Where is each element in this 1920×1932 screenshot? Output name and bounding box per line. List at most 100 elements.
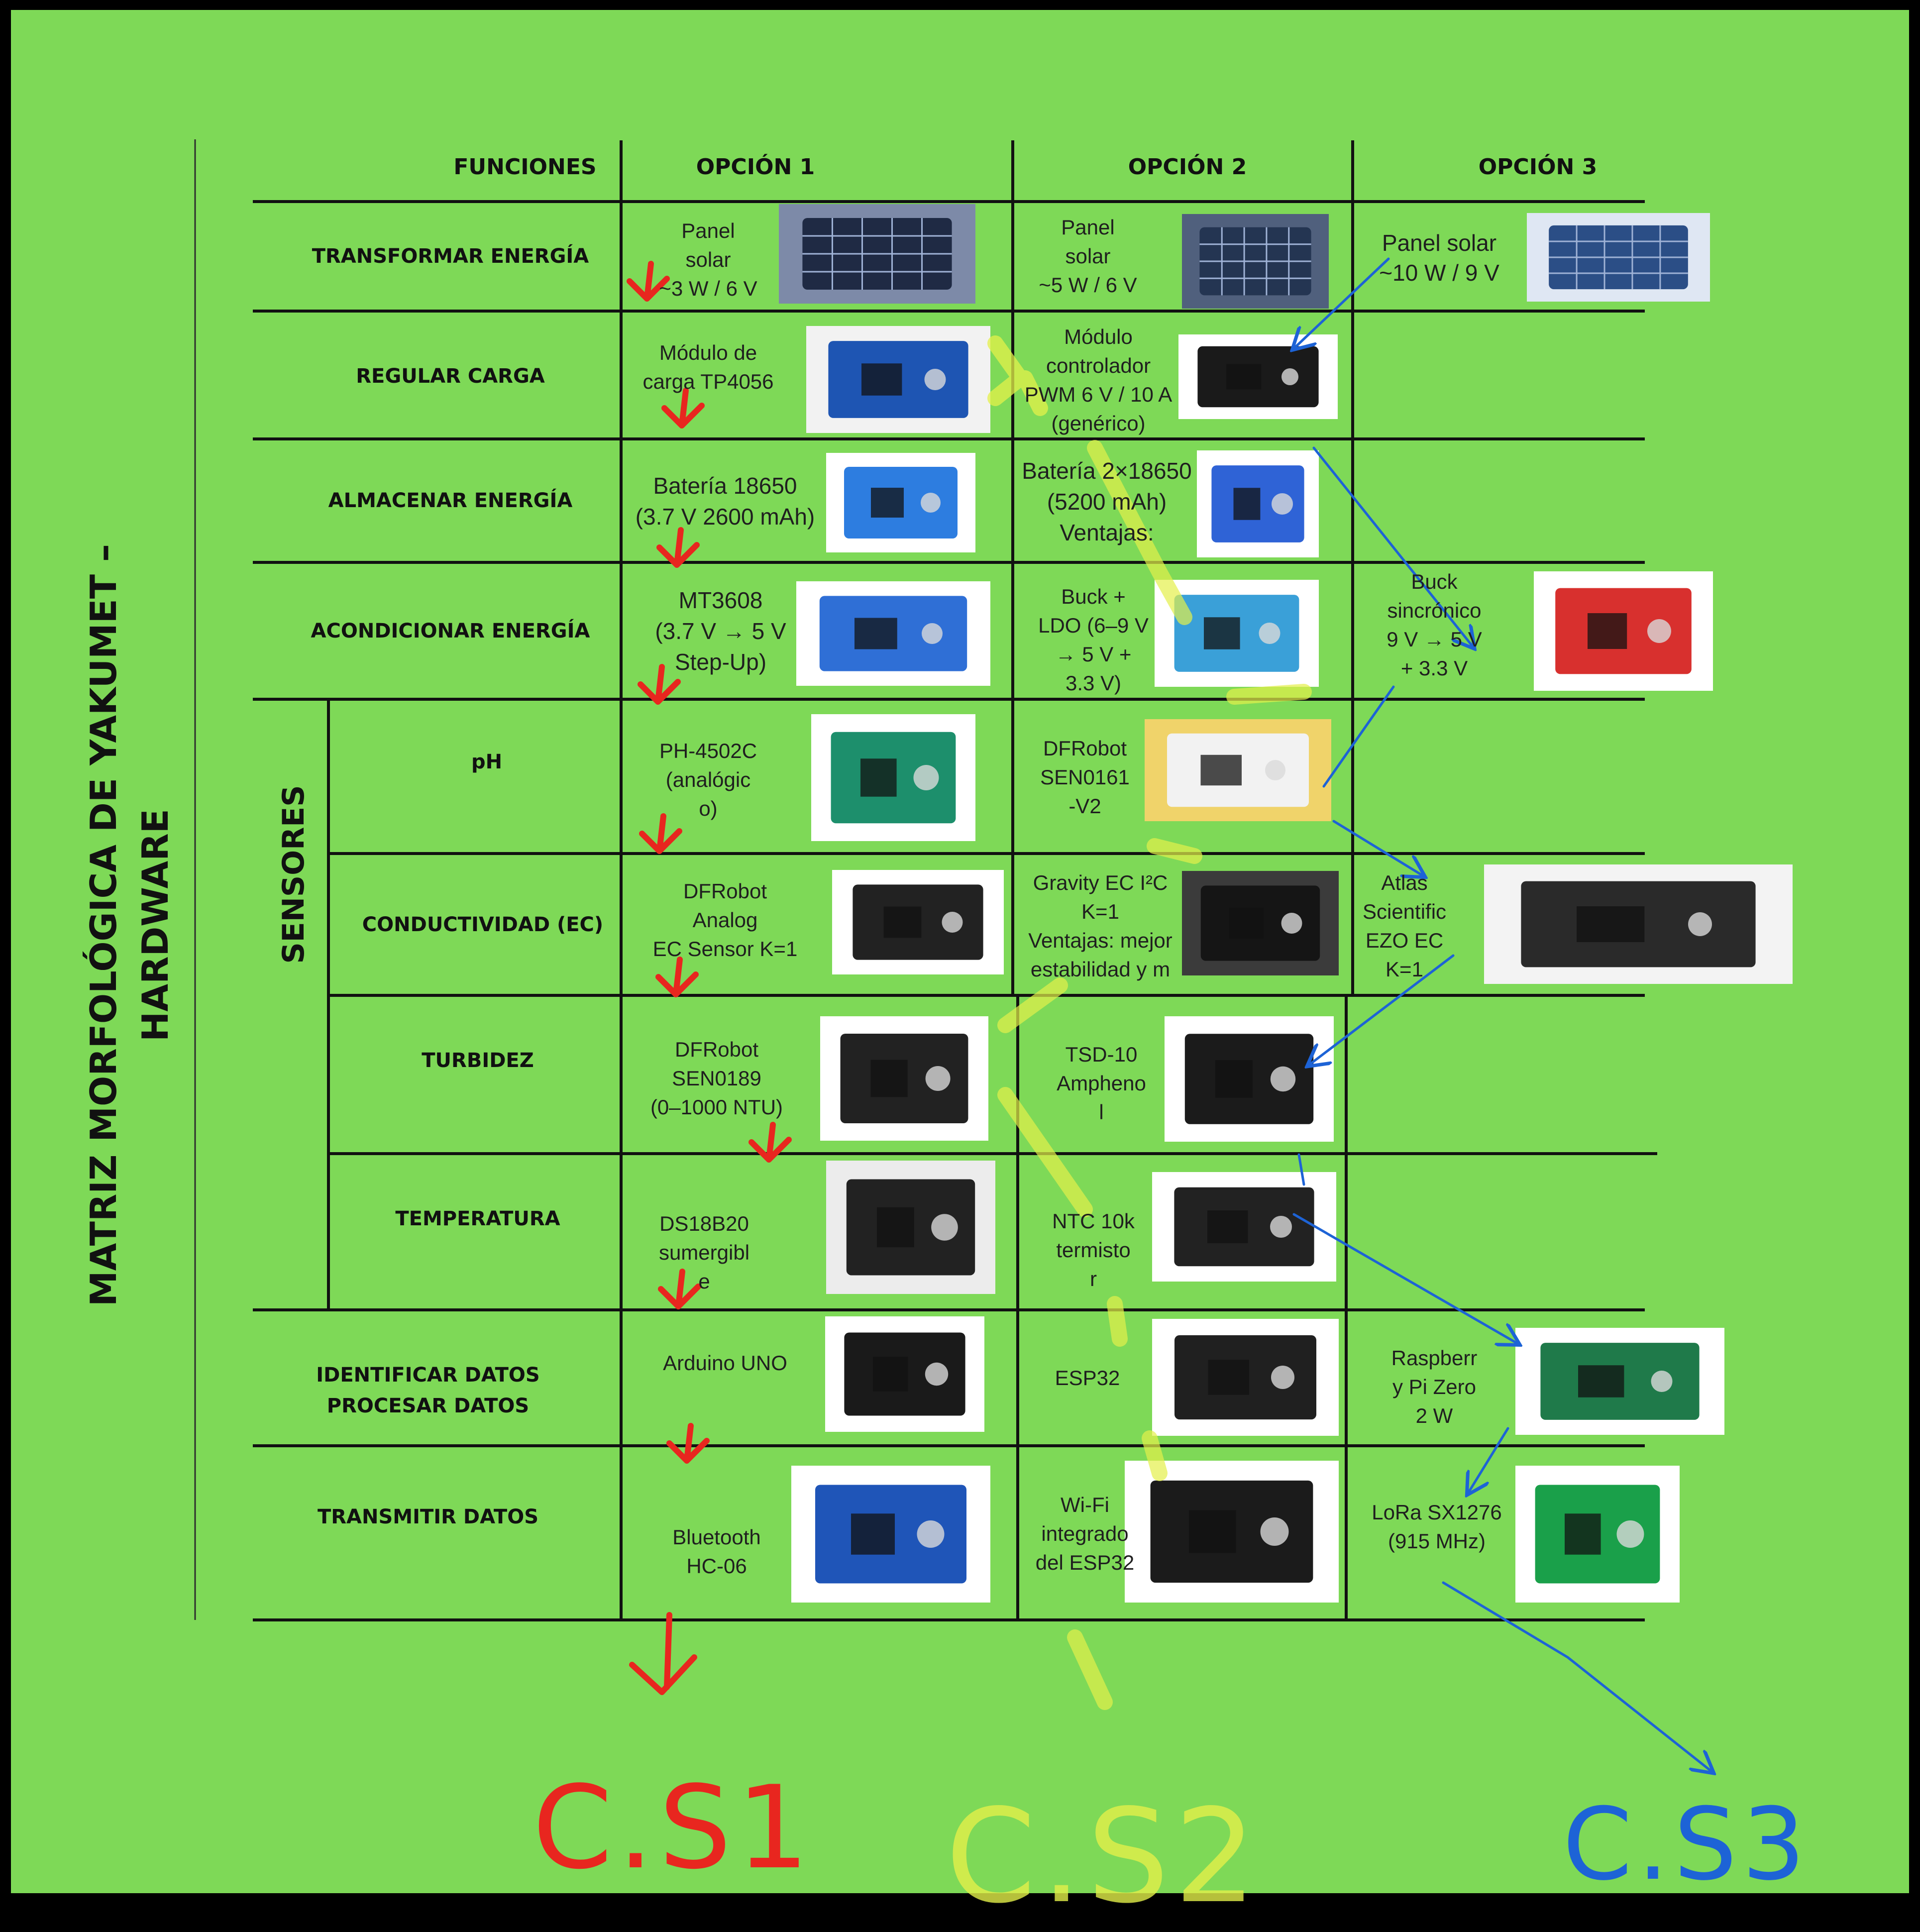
text-line: Step-Up) xyxy=(674,649,767,675)
text-line: carga TP4056 xyxy=(642,370,774,393)
text-line: SEN0161 xyxy=(1040,765,1130,789)
mt3608-module-image xyxy=(796,581,990,686)
connector xyxy=(925,1362,949,1386)
function-label: ACONDICIONAR ENERGÍA xyxy=(241,616,659,646)
header-opcion-3: OPCIÓN 3 xyxy=(1478,154,1598,180)
blue-route xyxy=(1468,1427,1509,1493)
connector xyxy=(1281,913,1302,934)
title-vertical: MATRIZ MORFOLÓGICA DE YAKUMET –HARDWARE xyxy=(78,303,181,1547)
option-text: Panel solar~10 W / 9 V xyxy=(1340,228,1539,288)
text-line: DFRobot xyxy=(674,1038,759,1061)
chip xyxy=(873,1357,908,1392)
red-arrow xyxy=(748,1122,792,1163)
connector xyxy=(1281,368,1298,385)
text-line: e xyxy=(698,1270,710,1293)
battery-pack-image xyxy=(1197,450,1319,557)
chip xyxy=(860,758,897,797)
blue-route xyxy=(1442,1581,1712,1772)
component-images xyxy=(779,204,1793,1603)
text-line: (analógic xyxy=(665,768,751,791)
text-line: pH xyxy=(471,751,503,773)
red-arrow xyxy=(639,813,682,854)
text-line: MT3608 xyxy=(678,587,763,613)
text-line: del ESP32 xyxy=(1035,1551,1135,1574)
blue-route xyxy=(1322,685,1423,876)
text-line: controlador xyxy=(1046,354,1151,377)
text-line: Bluetooth xyxy=(672,1525,761,1549)
chip xyxy=(877,1207,914,1248)
connector xyxy=(1651,1371,1673,1392)
text-line: Arduino UNO xyxy=(663,1351,787,1375)
chip xyxy=(854,618,897,649)
text-line: K=1 xyxy=(1081,900,1119,923)
text-line: TURBIDEZ xyxy=(422,1049,534,1072)
connector xyxy=(925,1066,951,1091)
text-line: Analog xyxy=(692,908,758,932)
connector xyxy=(1270,1066,1296,1092)
chip xyxy=(851,1513,895,1555)
option-text: Buck +LDO (6–9 V→ 5 V +3.3 V) xyxy=(994,582,1193,698)
text-line: estabilidad y m xyxy=(1030,958,1171,981)
yellow-route xyxy=(997,440,1312,1710)
text-line: EZO EC xyxy=(1365,929,1444,952)
connector xyxy=(924,369,946,390)
connector xyxy=(1271,1366,1294,1389)
text-line: termisto xyxy=(1056,1238,1131,1262)
text-line: TRANSFORMAR ENERGÍA xyxy=(312,245,589,268)
connector xyxy=(931,1214,958,1241)
text-line: TSD-10 xyxy=(1065,1043,1138,1066)
title-line: HARDWARE xyxy=(134,809,176,1042)
text-line: Batería 18650 xyxy=(653,473,797,499)
connector xyxy=(917,1520,945,1548)
text-line: sincrónico xyxy=(1387,599,1482,622)
text-line: Panel xyxy=(1061,215,1115,239)
raspberry-pi-zero-image xyxy=(1515,1328,1724,1435)
chip xyxy=(1233,488,1261,520)
red-arrow xyxy=(658,1269,701,1309)
blue-route xyxy=(1309,954,1455,1065)
text-line: DFRobot xyxy=(1043,737,1127,760)
chip xyxy=(861,363,902,396)
function-label: CONDUCTIVIDAD (EC) xyxy=(274,909,692,940)
text-line: (3.7 V 2600 mAh) xyxy=(635,504,815,530)
text-line: EC Sensor K=1 xyxy=(652,937,798,961)
chip xyxy=(1577,906,1645,942)
matrix-grid xyxy=(194,139,1657,1621)
chip xyxy=(1578,1365,1624,1397)
connector xyxy=(922,623,943,644)
function-label: TEMPERATURA xyxy=(269,1203,687,1234)
function-label: REGULAR CARGA xyxy=(241,361,659,392)
arduino-uno-image xyxy=(825,1316,984,1432)
esp32-boards-image xyxy=(1152,1319,1339,1436)
text-line: y Pi Zero xyxy=(1392,1375,1477,1398)
text-line: 3.3 V) xyxy=(1065,671,1122,695)
connector xyxy=(1616,1520,1644,1548)
red-arrow xyxy=(629,1612,697,1695)
connector xyxy=(1647,619,1671,643)
text-line: SEN0189 xyxy=(672,1067,761,1090)
text-line: DS18B20 xyxy=(659,1212,749,1235)
text-line: Atlas xyxy=(1381,871,1428,894)
function-label: pH xyxy=(278,747,696,777)
header-opcion-1: OPCIÓN 1 xyxy=(696,154,815,180)
blue-route xyxy=(1294,257,1390,348)
text-line: Wi-Fi xyxy=(1061,1493,1109,1516)
yellow-route xyxy=(987,335,1048,416)
red-arrow xyxy=(627,261,670,302)
text-line: Buck + xyxy=(1061,585,1126,608)
buck-ldo-modules-image xyxy=(1155,580,1319,687)
text-line: ACONDICIONAR ENERGÍA xyxy=(311,619,590,643)
text-line: CONDUCTIVIDAD (EC) xyxy=(362,913,604,936)
option-text: Batería 18650 (3.7 V 2600 mAh) xyxy=(626,470,825,532)
chip xyxy=(870,1060,908,1097)
gravity-ec-kit-image xyxy=(1182,871,1339,975)
